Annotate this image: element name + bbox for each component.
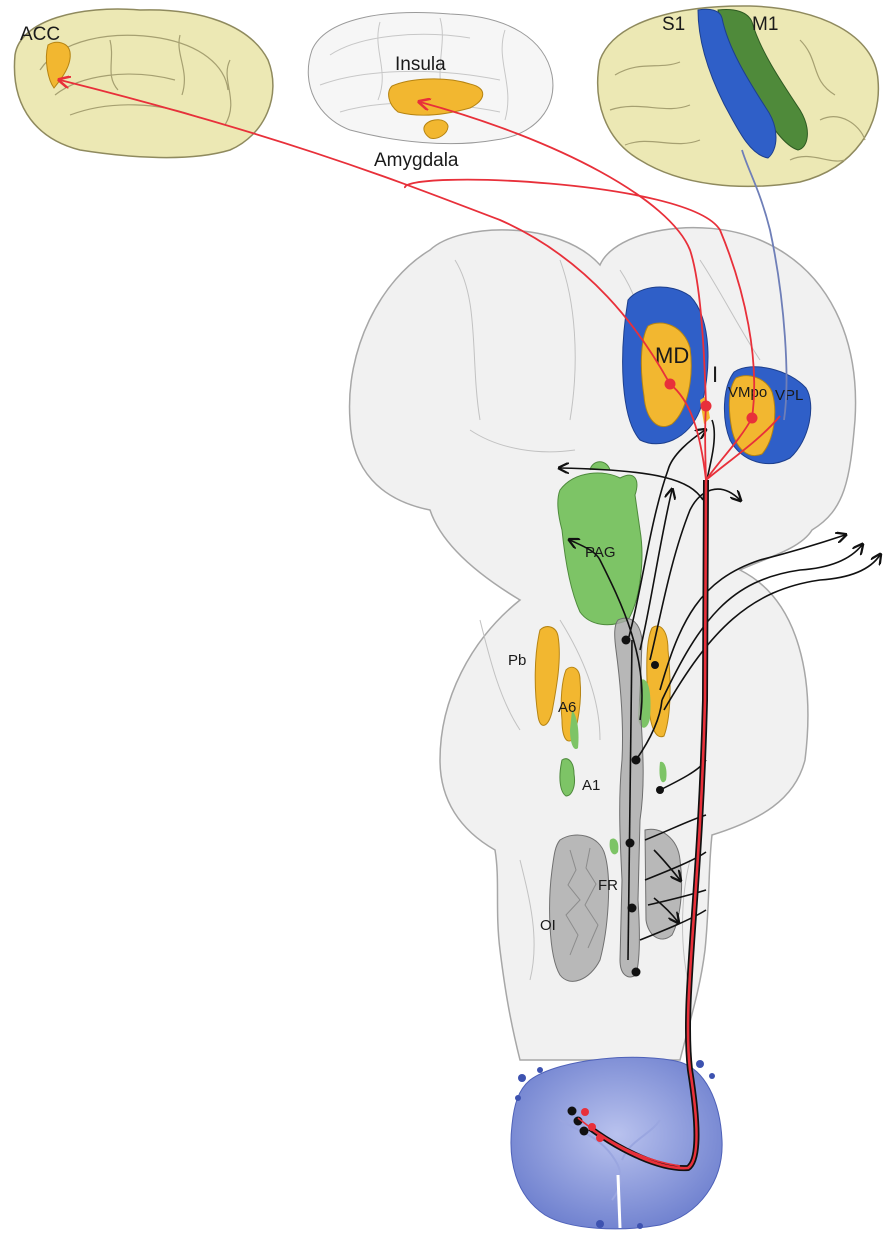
m1-label: M1: [752, 14, 778, 35]
fr-label: FR: [598, 877, 618, 894]
oi-label: OI: [540, 917, 556, 934]
pag-label: PAG: [585, 544, 616, 561]
insula-label: Insula: [395, 54, 446, 75]
inferior-olive: [550, 835, 609, 981]
pb-nucleus-right: [647, 626, 670, 737]
vmpo-label: VMpo: [728, 384, 767, 401]
amygdala-label: Amygdala: [374, 150, 459, 171]
s1-label: S1: [662, 14, 685, 35]
medial-brain-view: ACC: [14, 9, 272, 158]
i-label: I: [712, 362, 718, 387]
thalamus-md: MD: [623, 287, 708, 444]
md-label: MD: [655, 343, 689, 368]
thalamus-vmpo-vpl: VMpo VPL: [724, 367, 810, 464]
acc-label: ACC: [20, 24, 60, 45]
lateral-brain-transparent: Insula Amygdala: [308, 13, 553, 172]
pb-label: Pb: [508, 652, 526, 669]
lateral-brain-view: S1 M1: [598, 6, 879, 186]
vpl-label: VPL: [775, 387, 803, 404]
a1-nucleus: [560, 759, 575, 796]
a6-label: A6: [558, 699, 576, 716]
a1-label: A1: [582, 777, 600, 794]
